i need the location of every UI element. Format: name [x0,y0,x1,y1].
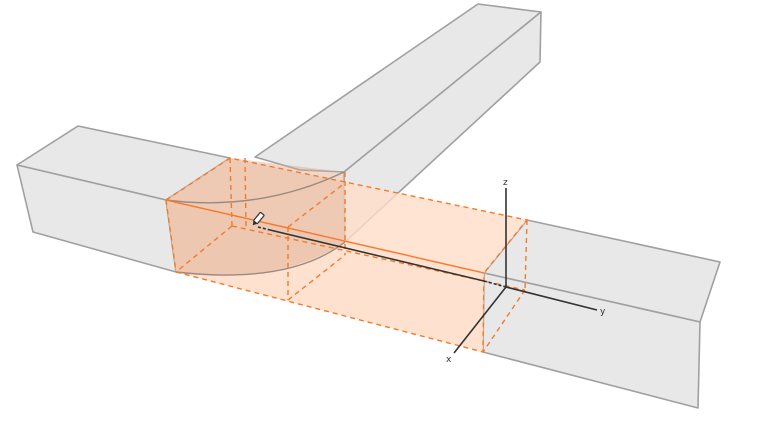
y-axis-label: y [600,307,606,317]
joint-volume[interactable] [165,157,529,353]
pencil-icon[interactable] [251,211,265,227]
beam-axis-line [269,229,485,282]
coordinate-axes: z y x [446,178,606,365]
z-axis-label: z [503,178,508,188]
left-beam[interactable] [16,125,231,273]
x-axis-label: x [446,355,452,365]
diagonal-beam[interactable] [254,3,542,243]
curved-cut-region [166,158,345,276]
